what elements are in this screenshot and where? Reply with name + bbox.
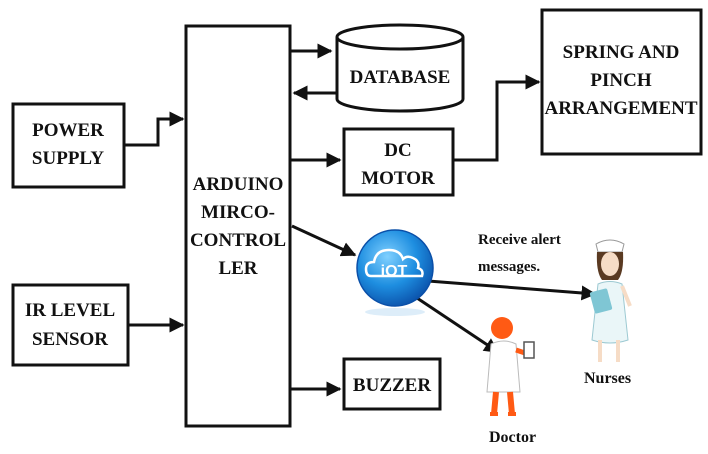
database-label: DATABASE	[350, 67, 451, 88]
doctor-label: Doctor	[489, 429, 536, 446]
arduino-to-iot-arrow	[291, 224, 357, 257]
spring-line1: SPRING AND	[563, 42, 680, 63]
iot-icon-text: iOT	[381, 263, 408, 280]
spring-line3: ARRANGEMENT	[544, 98, 697, 119]
iot-to-doctor-arrow	[413, 294, 500, 354]
nurse-illustration	[589, 239, 632, 362]
alert-text-line1: Receive alert	[478, 232, 561, 248]
dc-motor-line1: DC	[384, 140, 411, 161]
arduino-line1: ARDUINO	[193, 174, 284, 195]
spring-line2: PINCH	[590, 70, 651, 91]
database-cylinder: DATABASE	[335, 23, 465, 113]
doctor-illustration	[486, 317, 535, 416]
power-to-arduino-arrow	[124, 111, 185, 147]
ir-sensor-line1: IR LEVEL	[25, 300, 115, 321]
arduino-line2: MIRCO-	[201, 202, 275, 223]
connectors	[124, 43, 597, 397]
dc-motor-block: DC MOTOR	[342, 127, 455, 197]
arduino-block: ARDUINO MIRCO- CONTROL LER	[184, 24, 292, 428]
buzzer-label: BUZZER	[353, 375, 431, 396]
nurses-label: Nurses	[584, 370, 631, 387]
ir-sensor-line2: SENSOR	[32, 329, 108, 350]
iot-cloud-icon: iOT	[356, 229, 434, 316]
ir-level-sensor-block: IR LEVEL SENSOR	[11, 283, 130, 367]
iot-to-nurse-arrow	[427, 279, 597, 301]
power-supply-block: POWER SUPPLY	[11, 102, 126, 189]
spring-pinch-block: SPRING AND PINCH ARRANGEMENT	[540, 8, 703, 156]
buzzer-block: BUZZER	[342, 357, 442, 411]
dcmotor-to-spring-arrow	[453, 74, 541, 162]
arduino-line4: LER	[218, 258, 257, 279]
dc-motor-line2: MOTOR	[361, 168, 435, 189]
arduino-line3: CONTROL	[190, 230, 286, 251]
power-supply-line1: POWER	[32, 120, 104, 141]
power-supply-line2: SUPPLY	[32, 148, 104, 169]
alert-text-line2: messages.	[478, 259, 540, 275]
